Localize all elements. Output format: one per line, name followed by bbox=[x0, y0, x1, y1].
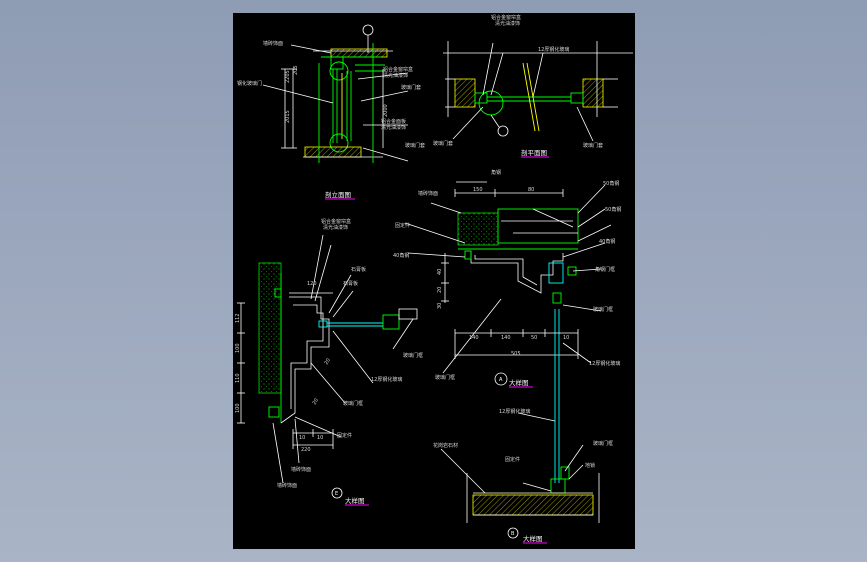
callout-a-frame-left: 玻璃门框 bbox=[435, 374, 455, 381]
detail-b-floor bbox=[472, 494, 594, 516]
callout-e-ceiling: 石膏板 bbox=[343, 280, 358, 287]
dim-a-10: 10 bbox=[563, 335, 569, 341]
dim-elev-h2: 2015 bbox=[285, 110, 291, 123]
callout-e-edge1: 铝合金窗帘盒 bbox=[321, 218, 351, 225]
dim-e-b1: 10 bbox=[299, 435, 305, 441]
dim-e-v4: 100 bbox=[235, 403, 241, 413]
plan-wall-right bbox=[582, 78, 604, 108]
detail-e-title: 大样图 bbox=[345, 496, 365, 505]
detail-b-title: 大样图 bbox=[523, 534, 543, 543]
dim-e-v3: 110 bbox=[235, 373, 241, 383]
detail-e-marker: E bbox=[335, 491, 338, 497]
callout-a-top: 角钢 bbox=[491, 169, 501, 176]
dim-elev-h1: 2205 bbox=[285, 70, 291, 83]
detail-e-wall bbox=[258, 262, 282, 394]
callout-plan-frame-right: 玻璃门套 bbox=[583, 142, 603, 149]
drawing-sheet[interactable]: 墙砖饰面 铝合金窗帘盒 清光油漆饰 玻璃门套 钢化玻璃门 铝合金面板 清光油漆饰… bbox=[233, 13, 635, 549]
callout-b-frame: 玻璃门框 bbox=[593, 440, 613, 447]
callout-elev-top: 墙砖饰面 bbox=[263, 40, 283, 47]
detail-a-title: 大样图 bbox=[509, 378, 529, 387]
dim-a-50: 50 bbox=[531, 335, 537, 341]
dim-a-total: 505 bbox=[511, 351, 521, 357]
elevation-view bbox=[262, 24, 409, 200]
dim-e-low: 20 bbox=[312, 397, 320, 406]
callout-b-glass: 12厚钢化玻璃 bbox=[499, 408, 530, 415]
callout-a-40l: 40角钢 bbox=[393, 252, 409, 259]
plan-wall-left bbox=[454, 78, 476, 108]
callout-a-board: 角钢门框 bbox=[595, 266, 615, 273]
callout-e-edge2: 清光油漆饰 bbox=[323, 224, 348, 231]
elevation-title: 剖立面图 bbox=[325, 190, 351, 199]
callout-b-nail: 固定件 bbox=[505, 456, 520, 463]
callout-e-bottom: 墙砖饰面 bbox=[291, 466, 311, 473]
dim-elev-h3: 2000 bbox=[383, 104, 389, 117]
dim-a-v3: 30 bbox=[437, 303, 443, 309]
dim-a-140b: 140 bbox=[501, 335, 511, 341]
dim-elev-w: 205 bbox=[293, 65, 299, 75]
callout-b-lock: 地锁 bbox=[585, 462, 595, 469]
callout-e-glass: 12厚钢化玻璃 bbox=[371, 376, 402, 383]
callout-elev-edge1: 铝合金窗帘盒 bbox=[383, 66, 413, 73]
dim-e-total: 220 bbox=[301, 447, 311, 453]
dim-e-b2: 10 bbox=[317, 435, 323, 441]
callout-b-floor: 花岗岩石材 bbox=[433, 442, 458, 449]
dim-e-120: 120 bbox=[307, 281, 317, 287]
dim-e-mid: 20 bbox=[324, 357, 332, 366]
callout-a-frame-right: 玻璃门框 bbox=[593, 306, 613, 313]
detail-e-view bbox=[237, 234, 418, 506]
dim-a-80: 80 bbox=[528, 187, 534, 193]
callout-e-frame: 玻璃门框 bbox=[343, 400, 363, 407]
detail-a-marker: A bbox=[499, 377, 503, 383]
callout-a-glass: 12厚钢化玻璃 bbox=[589, 360, 620, 367]
callout-e-nail: 固定件 bbox=[337, 432, 352, 439]
callout-plan-glass: 12厚钢化玻璃 bbox=[538, 46, 569, 53]
detail-b-marker: B bbox=[511, 531, 515, 537]
elev-top-wall bbox=[330, 48, 388, 58]
callout-a-50b: 50角钢 bbox=[605, 206, 621, 213]
callout-elev-edge2: 清光油漆饰 bbox=[383, 72, 408, 79]
callout-plan-edge2: 清光油漆饰 bbox=[495, 20, 520, 27]
callout-e-tape: 石膏板 bbox=[351, 266, 366, 273]
callout-elev-glass: 钢化玻璃门 bbox=[237, 80, 262, 87]
drawing-canvas: 墙砖饰面 铝合金窗帘盒 清光油漆饰 玻璃门套 钢化玻璃门 铝合金面板 清光油漆饰… bbox=[235, 14, 633, 544]
callout-plan-frame-left: 玻璃门套 bbox=[433, 140, 453, 147]
elev-floor bbox=[304, 146, 362, 158]
callout-a-nail: 固定件 bbox=[395, 222, 410, 229]
callout-plan-edge1: 铝合金窗帘盒 bbox=[491, 14, 521, 21]
callout-elev-frame: 玻璃门套 bbox=[405, 142, 425, 149]
dim-a-140a: 140 bbox=[469, 335, 479, 341]
callout-a-50a: 50角钢 bbox=[603, 180, 619, 187]
plan-title: 剖平面图 bbox=[521, 148, 547, 157]
callout-a-40: 40角钢 bbox=[599, 238, 615, 245]
callout-e-wall: 墙砖饰面 bbox=[277, 482, 297, 489]
dim-e-v2: 100 bbox=[235, 343, 241, 353]
dim-a-v1: 40 bbox=[437, 269, 443, 275]
plan-view bbox=[443, 41, 633, 158]
detail-b-view bbox=[440, 343, 600, 544]
dim-a-150: 150 bbox=[473, 187, 483, 193]
detail-a-wall bbox=[457, 212, 499, 246]
detail-a-view bbox=[404, 181, 612, 388]
dim-e-v1: 112 bbox=[235, 313, 241, 323]
callout-a-wall: 墙砖饰面 bbox=[418, 190, 438, 197]
callout-e-mid: 玻璃门框 bbox=[403, 352, 423, 359]
callout-elev-panel2: 清光油漆饰 bbox=[381, 124, 406, 131]
callout-elev-panel1: 铝合金面板 bbox=[381, 118, 406, 125]
dim-a-v2: 20 bbox=[437, 287, 443, 293]
callout-elev-door: 玻璃门套 bbox=[401, 84, 421, 91]
